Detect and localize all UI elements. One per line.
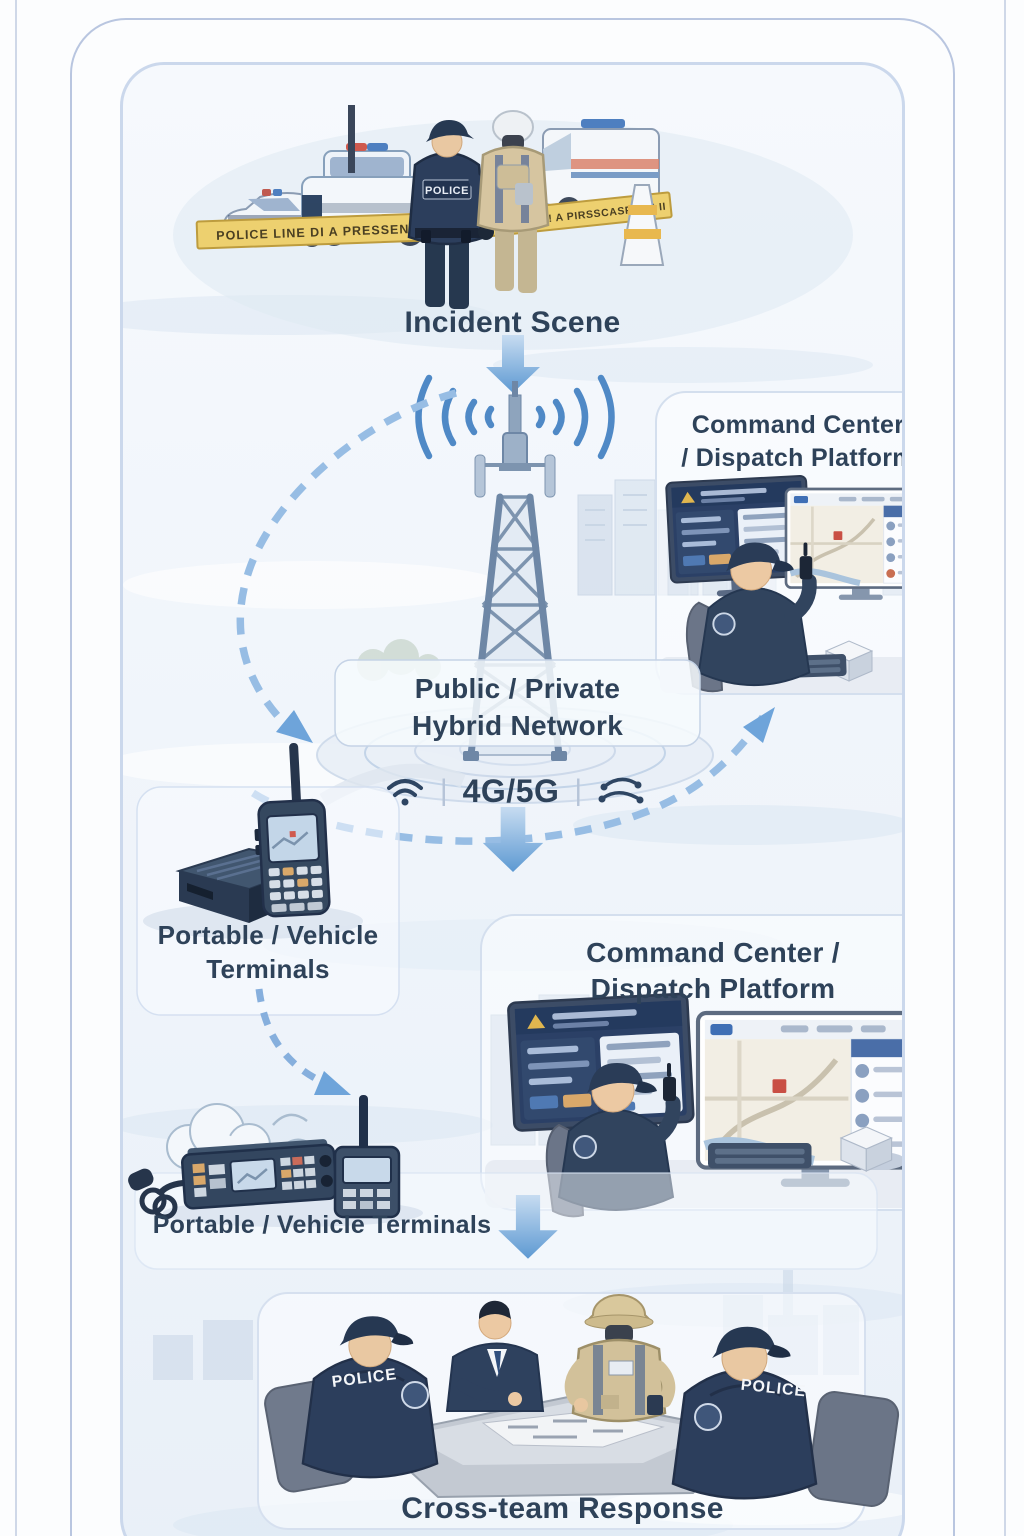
command-center-main-panel (480, 914, 902, 1216)
tech-separator: | (439, 774, 448, 807)
wifi-icon (386, 779, 423, 806)
plainclothes-officer (445, 1300, 545, 1412)
police-jacket-right-text: POLICE (740, 1377, 807, 1401)
dashed-arc-to-command-center (251, 714, 767, 845)
command-center-top-panel (655, 391, 902, 694)
handheld-terminal-device (333, 1095, 401, 1219)
mic-cable (128, 1168, 184, 1220)
terminals-portable-panel (136, 742, 400, 1016)
network-tech-row: | 4G/5G | (315, 765, 715, 817)
diagram-canvas: POLICE LINE DI A PRESSENSS E POLICE LINE… (120, 62, 905, 1536)
officer-back-badge-text: POLICE (425, 185, 469, 197)
dashed-flow-arcs (236, 389, 767, 845)
firefighter-figure (564, 1294, 676, 1423)
handheld-radio-device (254, 742, 331, 918)
diagram-artwork: POLICE LINE DI A PRESSENSS E POLICE LINE… (123, 105, 902, 1536)
terminals-bottom-group (128, 1095, 878, 1270)
chair-right (806, 1391, 900, 1507)
tech-separator2: | (574, 774, 583, 807)
cross-team-panel: POLICE (257, 1292, 900, 1530)
network-stream-icon (598, 777, 644, 804)
arrowhead-terminals (314, 1071, 351, 1095)
mid-frame (70, 18, 955, 1536)
street-pole (348, 105, 355, 173)
keyboard-main (708, 1143, 812, 1169)
vehicle-radio-device (180, 1139, 338, 1210)
traffic-barrier (619, 184, 665, 266)
outer-frame-line-left (15, 0, 17, 1536)
incident-scene-illustration: POLICE LINE DI A PRESSENSS E POLICE LINE… (173, 105, 853, 350)
tech-4g5g-label: 4G/5G (462, 772, 560, 809)
radio-waves-icon (415, 374, 615, 460)
outer-frame-line-right (1004, 0, 1006, 1536)
arrowhead-right (743, 707, 775, 743)
tactical-officer-figure (476, 110, 550, 293)
arrowhead-left (276, 710, 313, 743)
network-box (334, 659, 701, 747)
police-tape-left: POLICE LINE DI A PRESSENSS E (195, 211, 463, 250)
